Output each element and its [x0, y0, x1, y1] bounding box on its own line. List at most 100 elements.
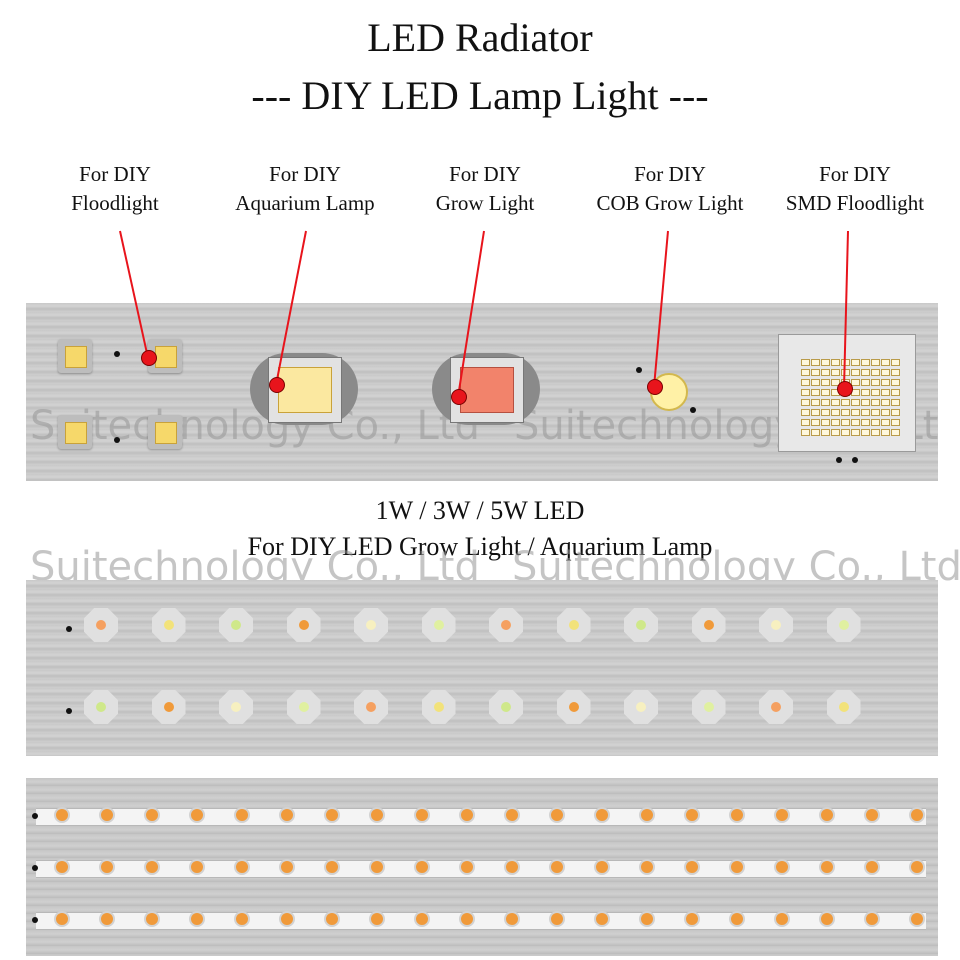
- smd-chip: [831, 399, 840, 406]
- strip-led: [459, 859, 475, 875]
- label-aquarium-line1: For DIY: [269, 162, 341, 186]
- smd-chip: [801, 389, 810, 396]
- strip-led: [54, 911, 70, 927]
- smd-chip: [811, 389, 820, 396]
- smd-chip: [811, 399, 820, 406]
- strip-led: [189, 911, 205, 927]
- strip-led: [234, 859, 250, 875]
- strip-led: [189, 807, 205, 823]
- smd-chip: [841, 369, 850, 376]
- strip-led: [909, 859, 925, 875]
- star-led: [151, 690, 186, 724]
- star-led: [826, 690, 861, 724]
- strip-led: [864, 859, 880, 875]
- smd-chip: [881, 399, 890, 406]
- strip-led: [594, 807, 610, 823]
- strip-led: [909, 807, 925, 823]
- smd-chip: [851, 429, 860, 436]
- watermark-top: Suitechnology Co., Ltd: [30, 403, 480, 449]
- smd-chip: [811, 429, 820, 436]
- strip-led: [234, 807, 250, 823]
- label-cob-line1: For DIY: [634, 162, 706, 186]
- page-subtitle: --- DIY LED Lamp Light ---: [251, 73, 709, 118]
- strip-led: [639, 859, 655, 875]
- strip-led: [144, 807, 160, 823]
- strip-led: [594, 911, 610, 927]
- strip-led: [594, 859, 610, 875]
- strip-led: [279, 807, 295, 823]
- smd-chip: [821, 429, 830, 436]
- floodlight-led: [58, 415, 92, 449]
- smd-chip: [871, 399, 880, 406]
- star-led: [421, 608, 456, 642]
- strip-led: [549, 911, 565, 927]
- label-floodlight-line1: For DIY: [79, 162, 151, 186]
- radiator-panel-top: Suitechnology Co., Ltd Suitechnology Co.…: [26, 303, 938, 481]
- strip-led: [54, 807, 70, 823]
- strip-led: [639, 911, 655, 927]
- smd-chip: [861, 389, 870, 396]
- smd-chip: [831, 409, 840, 416]
- strip-led: [99, 911, 115, 927]
- star-led: [286, 608, 321, 642]
- smd-chip: [801, 399, 810, 406]
- star-led: [624, 608, 658, 642]
- mount-hole: [690, 407, 696, 413]
- label-grow-line1: For DIY: [449, 162, 521, 186]
- smd-chip: [881, 389, 890, 396]
- label-grow-light: For DIY Grow Light: [395, 160, 575, 218]
- strip-led: [234, 911, 250, 927]
- smd-chip: [801, 429, 810, 436]
- smd-chip: [821, 409, 830, 416]
- label-smd-line1: For DIY: [819, 162, 891, 186]
- mount-hole: [114, 351, 120, 357]
- strip-led: [504, 911, 520, 927]
- strip-led: [909, 911, 925, 927]
- strip-led: [504, 807, 520, 823]
- star-led: [489, 690, 523, 724]
- strip-led: [144, 911, 160, 927]
- strip-led: [279, 911, 295, 927]
- smd-chip: [841, 419, 850, 426]
- star-led: [219, 608, 253, 642]
- strip-led: [414, 807, 430, 823]
- pointer-dot: [837, 381, 853, 397]
- aquarium-cob-led: [250, 353, 358, 425]
- smd-chip: [871, 359, 880, 366]
- mount-hole: [32, 917, 38, 923]
- smd-chip: [871, 409, 880, 416]
- smd-chip: [831, 429, 840, 436]
- strip-led: [279, 859, 295, 875]
- smd-chip: [891, 369, 900, 376]
- strip-led: [864, 911, 880, 927]
- smd-chip: [891, 429, 900, 436]
- strip-led: [864, 807, 880, 823]
- label-grow-line2: Grow Light: [435, 191, 535, 215]
- smd-chip: [801, 419, 810, 426]
- smd-chip: [881, 429, 890, 436]
- star-led: [84, 690, 118, 724]
- led-strip: [36, 860, 926, 878]
- strip-led: [324, 911, 340, 927]
- label-aquarium-lamp: For DIY Aquarium Lamp: [215, 160, 395, 218]
- smd-chip: [851, 359, 860, 366]
- smd-chip: [851, 399, 860, 406]
- smd-chip: [801, 369, 810, 376]
- strip-led: [819, 807, 835, 823]
- smd-chip: [861, 409, 870, 416]
- grow-cob-led: [432, 353, 540, 425]
- star-led: [354, 690, 388, 724]
- smd-chip: [881, 379, 890, 386]
- smd-chip: [891, 379, 900, 386]
- smd-chip: [891, 389, 900, 396]
- star-led: [826, 608, 861, 642]
- strip-led: [684, 807, 700, 823]
- strip-led: [774, 859, 790, 875]
- smd-chip: [891, 399, 900, 406]
- smd-chip: [871, 429, 880, 436]
- strip-led: [99, 807, 115, 823]
- smd-chip: [831, 359, 840, 366]
- smd-chip: [811, 419, 820, 426]
- strip-led: [99, 859, 115, 875]
- smd-chip: [871, 379, 880, 386]
